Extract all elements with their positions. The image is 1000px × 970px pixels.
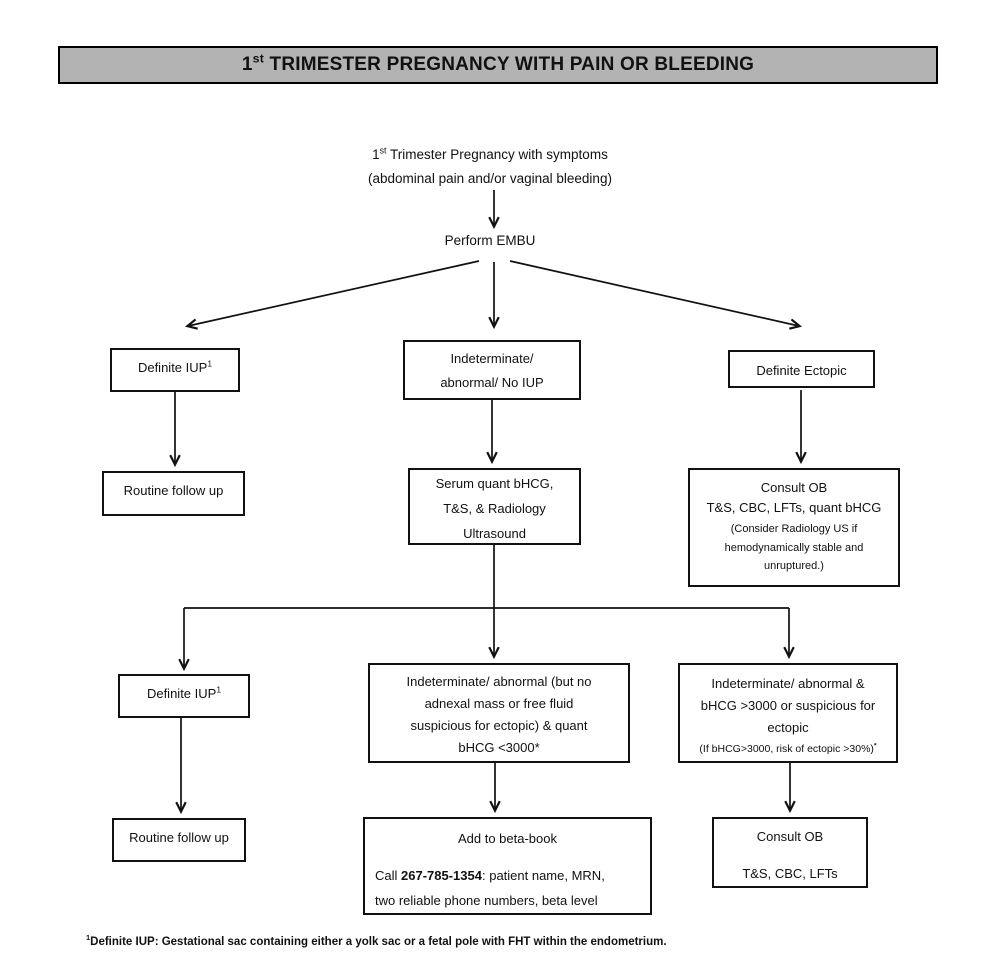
node-note-line: hemodynamically stable and [724, 541, 864, 554]
arrow-embu-to-definite-ectopic [509, 260, 803, 330]
node-ectopic-risk: Indeterminate/ abnormal & bHCG >3000 or … [678, 663, 898, 763]
intro-line-2: (abdominal pain and/or vaginal bleeding) [368, 171, 612, 186]
node-line: Consult OB [760, 480, 828, 495]
node-consult-ob-2: Consult OB T&S, CBC, LFTs [712, 817, 868, 888]
node-note: (Consider Radiology US if hemodynamicall… [690, 520, 898, 576]
node-line: suspicious for ectopic) & quant [410, 718, 588, 733]
node-line: T&S, & Radiology [443, 501, 546, 516]
arrow-embu-to-definite-iup [184, 260, 480, 330]
node-line: Serum quant bHCG, [435, 476, 554, 491]
node-consult-ob-1: Consult OB T&S, CBC, LFTs, quant bHCG (C… [688, 468, 900, 587]
node-line: Consult OB [756, 829, 824, 844]
node-line: adnexal mass or free fluid [424, 696, 574, 711]
node-line: bHCG <3000* [458, 740, 540, 755]
node-line: abnormal/ No IUP [440, 375, 544, 390]
node-routine-follow-up-2: Routine follow up [112, 818, 246, 862]
node-line: Ultrasound [463, 526, 526, 541]
perform-embu-label: Perform EMBU [444, 233, 536, 248]
node-definite-ectopic: Definite Ectopic [728, 350, 875, 388]
node-line: ectopic [767, 720, 809, 735]
node-line: T&S, CBC, LFTs, quant bHCG [706, 500, 882, 515]
footnote: 1Definite IUP: Gestational sac containin… [86, 933, 667, 948]
node-line: Indeterminate/ abnormal & [711, 676, 865, 691]
node-line: Indeterminate/ abnormal (but no [406, 674, 592, 689]
node-note: (If bHCG>3000, risk of ectopic >30%)* [699, 742, 877, 755]
node-note-line: (Consider Radiology US if [730, 523, 858, 535]
intro-text: 1st Trimester Pregnancy with symptoms (a… [290, 143, 690, 191]
node-serum-quant: Serum quant bHCG, T&S, & Radiology Ultra… [408, 468, 581, 545]
node-line: bHCG >3000 or suspicious for [700, 698, 876, 713]
node-beta-book: Add to beta-book Call 267-785-1354: pati… [363, 817, 652, 915]
intro-line-1: 1st Trimester Pregnancy with symptoms [372, 145, 608, 162]
node-line: Indeterminate/ [450, 351, 534, 366]
node-definite-iup-2: Definite IUP1 [118, 674, 250, 718]
node-routine-follow-up-1: Routine follow up [102, 471, 245, 516]
node-indeterminate-no-adnexal: Indeterminate/ abnormal (but no adnexal … [368, 663, 630, 763]
beta-book-call: Call 267-785-1354: patient name, MRN, tw… [375, 868, 605, 908]
node-definite-iup-1: Definite IUP1 [110, 348, 240, 392]
page-title: 1st TRIMESTER PREGNANCY WITH PAIN OR BLE… [58, 46, 938, 84]
node-line: T&S, CBC, LFTs [742, 866, 838, 881]
node-note-line: unruptured.) [764, 560, 824, 572]
page-title-text: 1st TRIMESTER PREGNANCY WITH PAIN OR BLE… [241, 51, 755, 75]
beta-book-title: Add to beta-book [457, 831, 558, 846]
node-indeterminate-abnormal-no-iup: Indeterminate/ abnormal/ No IUP [403, 340, 581, 400]
